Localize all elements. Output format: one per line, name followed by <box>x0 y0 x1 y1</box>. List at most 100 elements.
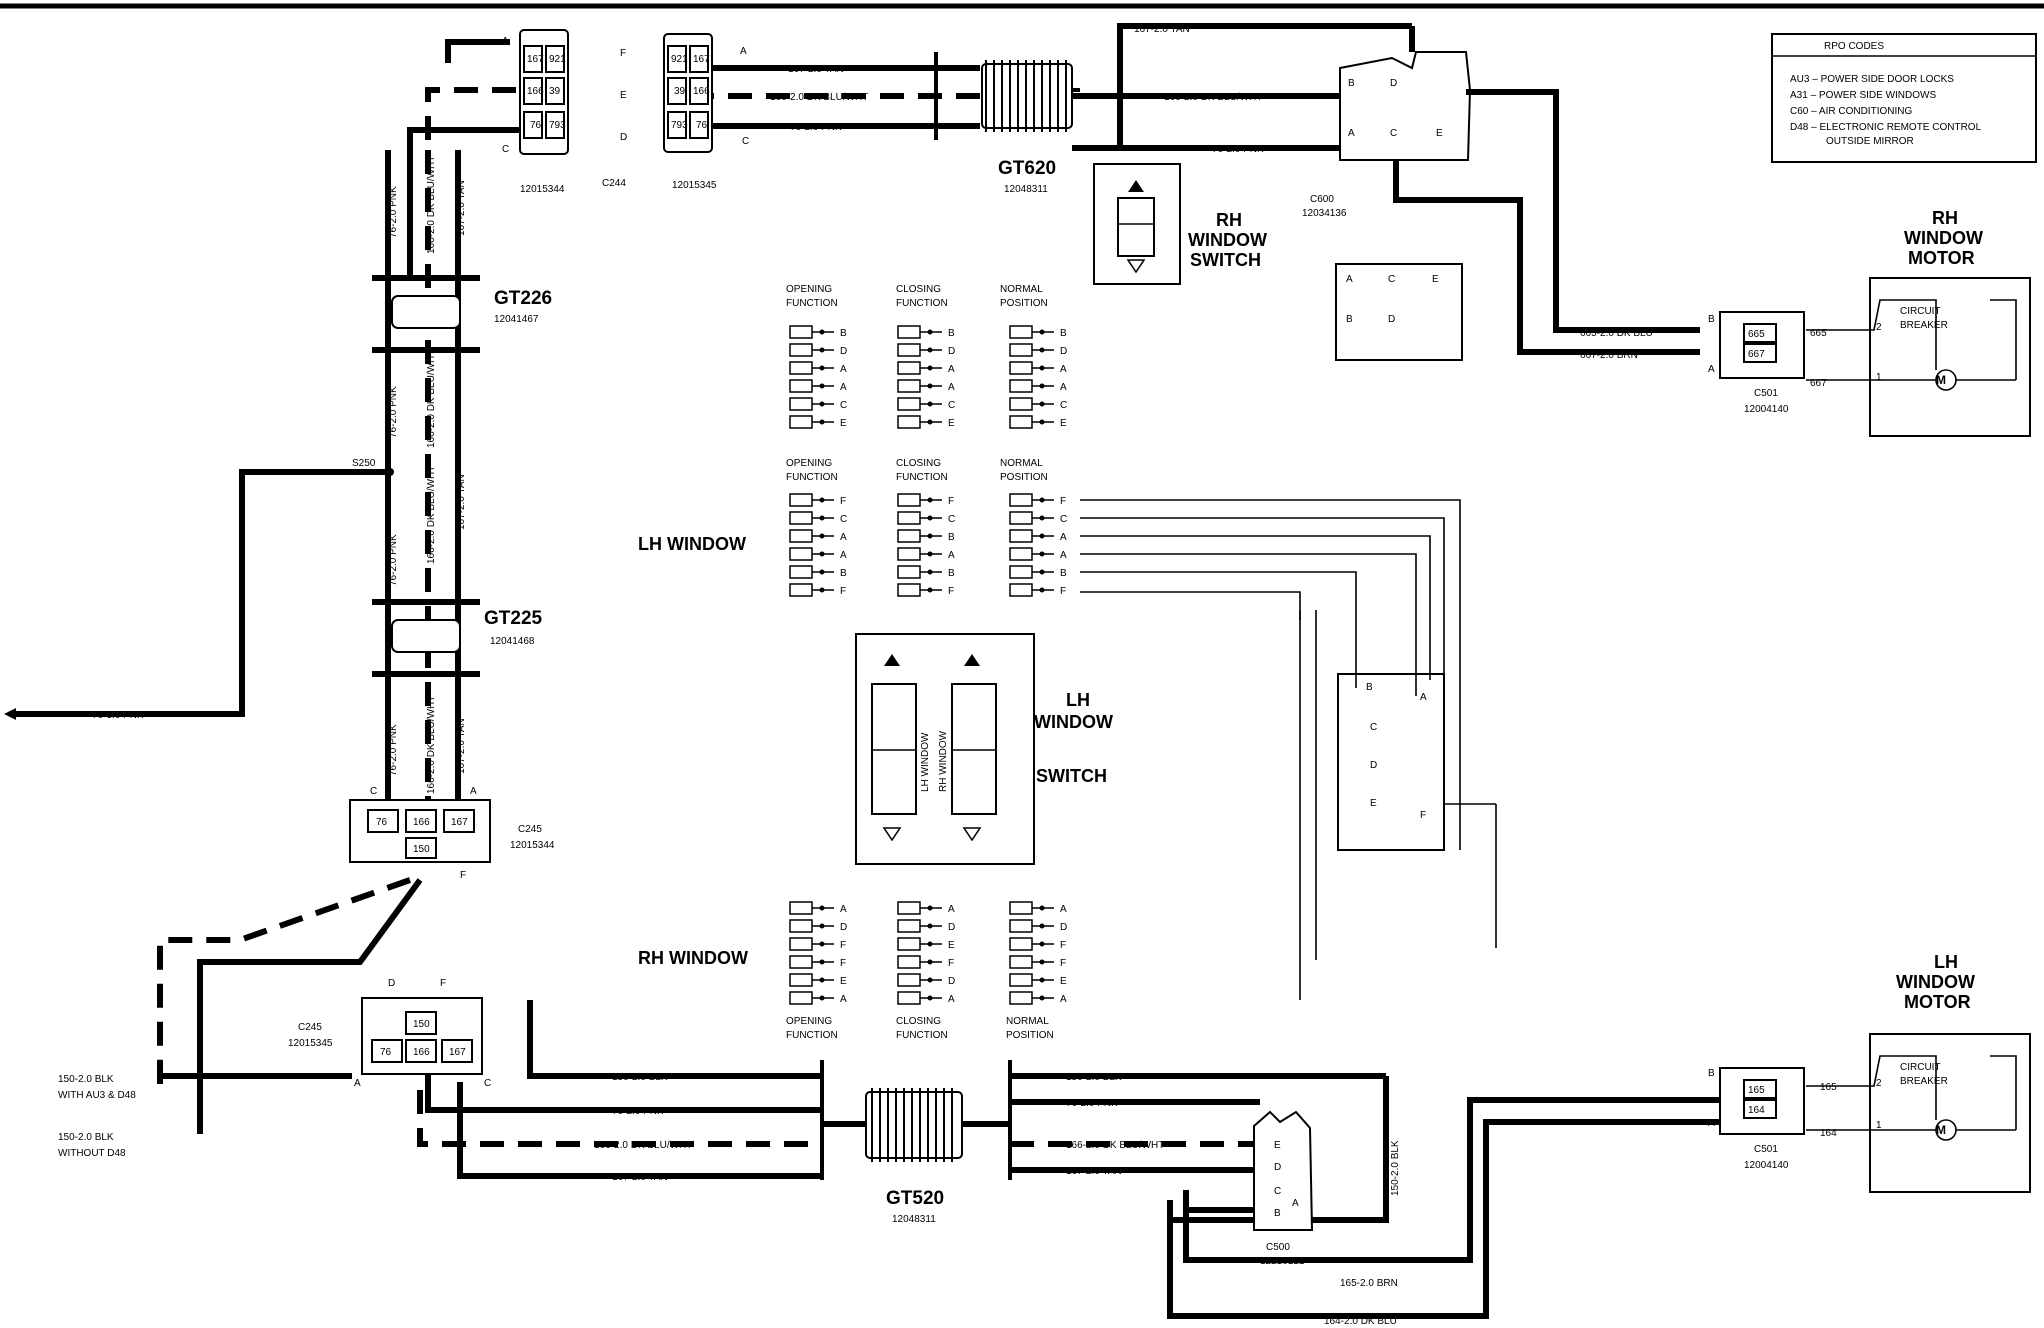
pin-letter: F <box>1420 810 1426 821</box>
wire-76-c600: 76-2.0 PNK <box>1212 144 1264 155</box>
switch-contact-letter: D <box>948 346 955 357</box>
switch-contact: D <box>789 343 847 357</box>
pin-letter: 2 <box>1876 1078 1882 1089</box>
pin-letter: E <box>1432 274 1439 285</box>
wire-without-note: WITHOUT D48 <box>58 1148 126 1159</box>
wire-166-lower: 166-2.0 DK BLU/WHT <box>594 1140 692 1151</box>
c245b-pin: 150 <box>413 1019 430 1030</box>
switch-contact: F <box>789 937 846 951</box>
switch-contact-letter: F <box>840 958 846 969</box>
lh-normal-h1: NORMAL <box>1000 458 1043 469</box>
lh-window-switch-label: LH WINDOW <box>920 732 931 792</box>
wire-166-v1: 166-2.0 DK BLU/WHT <box>426 156 437 254</box>
switch-contact-letter: F <box>840 496 846 507</box>
rpo-title: RPO CODES <box>1824 41 1884 52</box>
switch-contact: A <box>897 991 955 1005</box>
switch-contact-letter: C <box>1060 514 1067 525</box>
lh-window-section-title: LH WINDOW <box>638 534 746 554</box>
switch-contact-letter: F <box>840 586 846 597</box>
switch-contact: B <box>897 565 955 579</box>
rh-motor-title-3: MOTOR <box>1908 248 1975 268</box>
c244-pin: 793 <box>549 120 566 131</box>
switch-contact: A <box>1009 901 1067 915</box>
wire-150-gt520: 150-2.0 BLK <box>1066 1072 1122 1083</box>
switch-contact-letter: F <box>948 586 954 597</box>
switch-contact: F <box>789 493 846 507</box>
pin-letter: A <box>1348 128 1355 139</box>
switch-contact: D <box>897 919 955 933</box>
connector-pin-labels: 167 921 166 39 76 793 921 167 39 166 793… <box>376 54 1765 1116</box>
switch-contact: E <box>1009 415 1067 429</box>
switch-contact: A <box>789 361 847 375</box>
rh-switch-title-3: SWITCH <box>1190 250 1261 270</box>
pin-letter: D <box>388 978 395 989</box>
rhb-normal-h2: POSITION <box>1006 1030 1054 1041</box>
lh-motor-m: M <box>1936 1123 1946 1137</box>
switch-contact-symbols: BDAACEBDAACEBDAACEFCAABFFCBABFFCAABFADFF… <box>789 325 1067 1005</box>
rhb-opening-h2: FUNCTION <box>786 1030 838 1041</box>
pin-letter: A <box>354 1078 361 1089</box>
c244-pin: 167 <box>527 54 544 65</box>
c244-pin: 166 <box>527 86 544 97</box>
wire-150-lower: 150-2.0 BLK <box>612 1072 668 1083</box>
switch-contact: A <box>1009 529 1067 543</box>
pin-letter: D <box>1274 1162 1281 1173</box>
pin-letter: D <box>1390 78 1397 89</box>
switch-contact: F <box>897 493 954 507</box>
c500-label: C500 <box>1266 1242 1290 1253</box>
switch-contact: D <box>1009 919 1067 933</box>
c244-pin: 167 <box>693 54 710 65</box>
switch-contact-letter: B <box>1060 568 1067 579</box>
wire-76-top: 76-2.0 PNK <box>790 122 842 133</box>
switch-contact-letter: E <box>840 976 847 987</box>
switch-contact: A <box>1009 991 1067 1005</box>
rh-motor-pin-665: 665 <box>1810 328 1827 339</box>
rpo-line-1: AU3 – POWER SIDE DOOR LOCKS <box>1790 74 1954 85</box>
c244-pin: 76 <box>696 120 708 131</box>
switch-contact-letter: B <box>840 568 847 579</box>
switch-contact-letter: C <box>1060 400 1067 411</box>
wire-164-blu: 164-2.0 DK BLU <box>1324 1316 1397 1327</box>
switch-contact-letter: F <box>948 958 954 969</box>
switch-contact: C <box>897 511 955 525</box>
rpo-line-3: C60 – AIR CONDITIONING <box>1790 106 1912 117</box>
pin-letters: A C F E D A C C A F D F A C B A B A 2 1 … <box>354 36 1882 1219</box>
c501b-pin: 165 <box>1748 1085 1765 1096</box>
wire-76-v3: 76-2.0 PNK <box>388 534 399 586</box>
wire-150-v5: 150-2.0 BLK <box>1390 1140 1401 1196</box>
c244-pin: 793 <box>671 120 688 131</box>
pin-letter: B <box>1708 314 1715 325</box>
wire-76-3: 76-3.0 PNK <box>92 710 144 721</box>
c600-part: 12034136 <box>1302 208 1347 219</box>
wire-166-v2: 166-2.0 DK BLU/WHT <box>426 350 437 448</box>
pin-letter: A <box>1708 1118 1715 1129</box>
switch-contact: F <box>1009 583 1066 597</box>
switch-contact: B <box>1009 565 1067 579</box>
wire-76-v4: 76-2.0 PNK <box>388 724 399 776</box>
switch-contact-letter: D <box>948 922 955 933</box>
pin-letter: 1 <box>1876 372 1882 383</box>
rh-opening-h1: OPENING <box>786 284 832 295</box>
switch-contact: C <box>789 397 847 411</box>
c244-pin: 166 <box>693 86 710 97</box>
switch-contact-letter: B <box>948 328 955 339</box>
c244-pin: 921 <box>549 54 566 65</box>
lh-motor-pin-165: 165 <box>1820 1082 1837 1093</box>
lh-switch-title-2: WINDOW <box>1034 712 1113 732</box>
gt620-label: GT620 <box>998 158 1056 179</box>
switch-contact-letter: C <box>840 400 847 411</box>
pin-letter: B <box>1366 682 1373 693</box>
switch-contact: E <box>789 973 847 987</box>
switch-contact: E <box>1009 973 1067 987</box>
switch-contact: F <box>789 955 846 969</box>
switch-contact: E <box>897 937 955 951</box>
rhb-closing-h1: CLOSING <box>896 1016 941 1027</box>
c501-pin: 665 <box>1748 329 1765 340</box>
switch-contact-letter: C <box>948 514 955 525</box>
c600-label: C600 <box>1310 194 1334 205</box>
wire-166-top: 166-2.0 DK BLU/WHT <box>770 92 868 103</box>
pin-letter: A <box>470 786 477 797</box>
rh-closing-h2: FUNCTION <box>896 298 948 309</box>
c244-part-left: 12015344 <box>520 184 565 195</box>
pin-letter: A <box>740 46 747 57</box>
